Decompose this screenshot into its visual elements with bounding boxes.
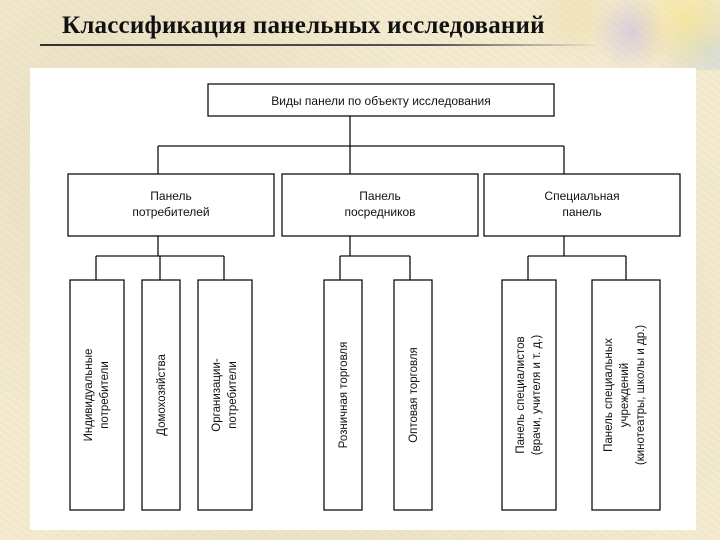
group-label-line1: Панель [359, 189, 400, 203]
title-band: Классификация панельных исследований [0, 0, 720, 46]
leaf-organization-consumers: Организации- потребители [197, 279, 253, 511]
group-label-line2: панель [562, 205, 601, 219]
leaf-retail-trade: Розничная торговля [323, 279, 363, 511]
leaf-label-line2: потребители [227, 361, 239, 429]
leaf-label-line1: Оптовая торговля [408, 347, 420, 443]
leaf-label-line1: Индивидуальные [83, 349, 95, 442]
group-label-line1: Панель [150, 189, 191, 203]
group-node-intermediaries: Панель посредников [281, 173, 479, 237]
leaf-individual-consumers: Индивидуальные потребители [69, 279, 125, 511]
root-label: Виды панели по объекту исследования [271, 94, 491, 108]
leaf-specialists-panel: Панель специалистов (врачи, учителя и т.… [501, 279, 557, 511]
leaf-label-line2: потребители [99, 361, 111, 429]
group-node-consumers: Панель потребителей [67, 173, 275, 237]
leaf-special-institutions-panel: Панель специальных учреждений (кинотеатр… [591, 279, 661, 511]
classification-diagram: Виды панели по объекту исследования Пане… [67, 83, 681, 511]
leaf-label-line3: (кинотеатры, школы и др.) [635, 325, 647, 465]
group-label-line2: посредников [344, 205, 415, 219]
leaf-label-line1: Домохозяйства [156, 354, 168, 436]
leaf-wholesale-trade: Оптовая торговля [393, 279, 433, 511]
leaf-label-line2: учреждений [619, 363, 631, 427]
leaf-households: Домохозяйства [141, 279, 181, 511]
group-node-special: Специальная панель [483, 173, 681, 237]
title-underline [40, 44, 600, 46]
root-node: Виды панели по объекту исследования [207, 83, 555, 117]
leaf-label-line2: (врачи, учителя и т. д.) [531, 335, 543, 456]
page-title: Классификация панельных исследований [62, 12, 545, 39]
leaf-label-line1: Розничная торговля [338, 342, 350, 449]
diagram-panel: Виды панели по объекту исследования Пане… [30, 68, 696, 530]
leaf-label-line1: Панель специалистов [515, 336, 527, 453]
connector-lines [95, 116, 627, 280]
group-label-line1: Специальная [544, 189, 619, 203]
leaf-label-line1: Панель специальных [603, 338, 615, 452]
leaf-label-line1: Организации- [211, 358, 223, 432]
decorative-flowers [500, 0, 720, 70]
group-label-line2: потребителей [132, 205, 209, 219]
